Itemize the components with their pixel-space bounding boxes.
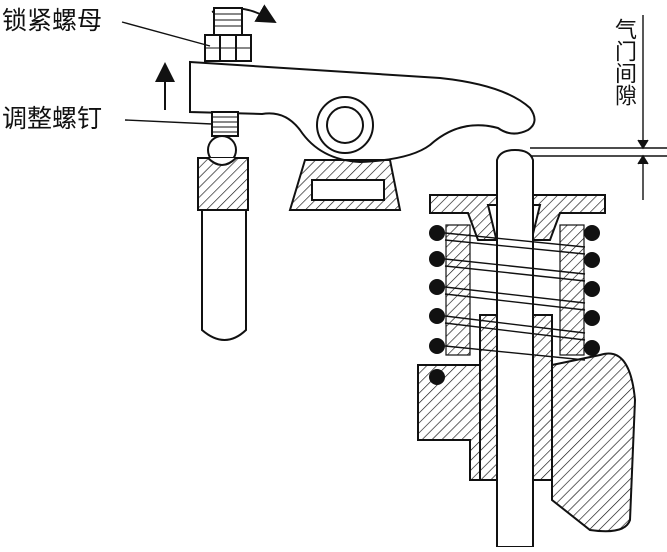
- adjust-screw-label: 调整螺钉: [2, 104, 103, 133]
- cylinder-head: [417, 364, 481, 481]
- clearance-dimension: [530, 15, 667, 200]
- valve-guide: [479, 314, 498, 481]
- valve-clearance-label: 气门间隙: [611, 18, 636, 106]
- pushrod: [201, 209, 247, 341]
- lock-nut: [204, 7, 252, 62]
- adjust-screw-leader: [124, 119, 213, 125]
- adjust-screw: [211, 111, 239, 137]
- valve-stem: [496, 148, 534, 548]
- lock-nut-leader: [121, 21, 211, 47]
- inner-spring: [445, 224, 585, 356]
- lock-nut-label: 锁紧螺母: [2, 6, 103, 35]
- valve-spring: [429, 225, 600, 385]
